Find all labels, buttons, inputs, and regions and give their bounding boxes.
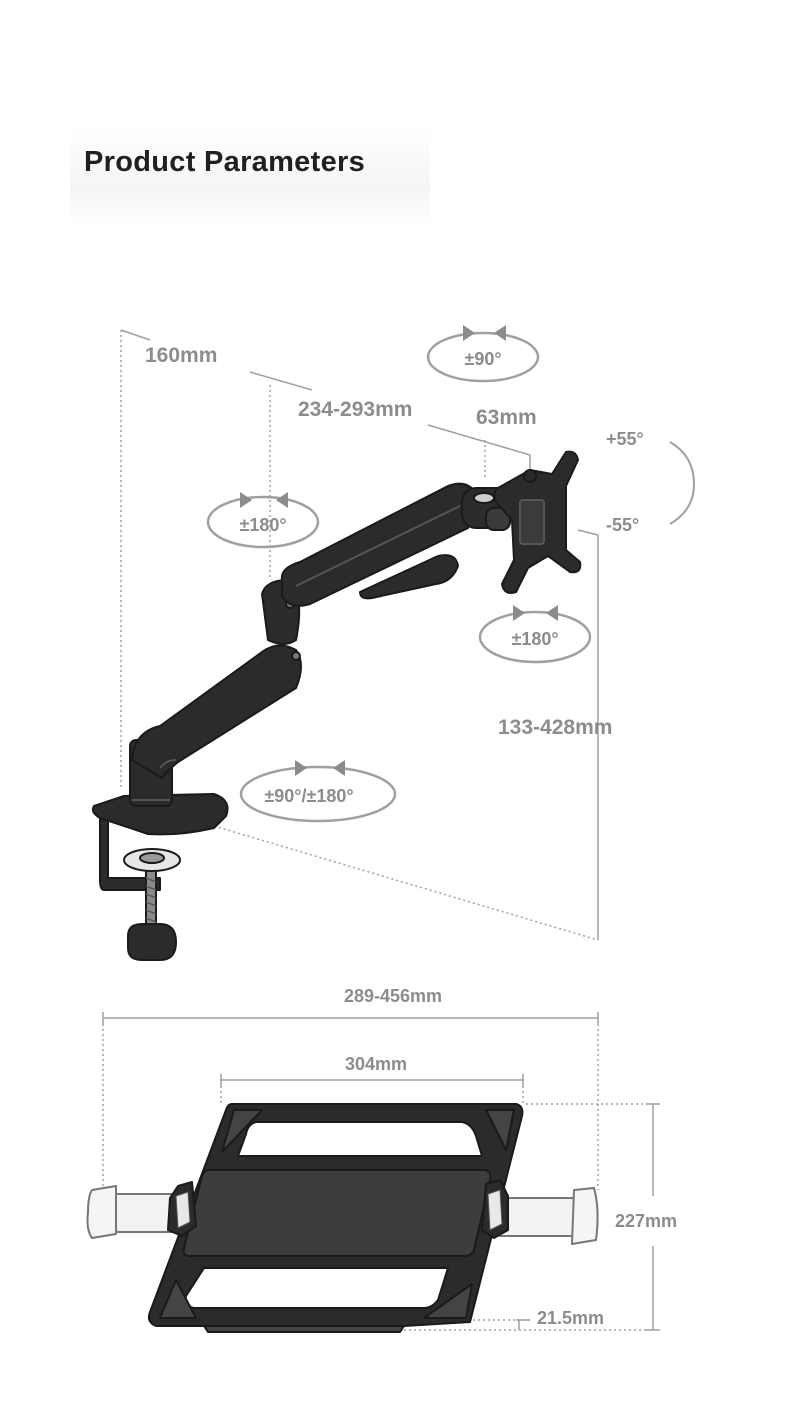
rot-base-label: ±90°/±180°	[264, 786, 353, 806]
tray-end-cap-left	[86, 1185, 117, 1239]
tray-cutout-top	[237, 1121, 483, 1157]
rotation-indicator-top: ±90°	[426, 325, 540, 383]
depth-base-label: 160mm	[145, 344, 217, 367]
tray-width-label: 304mm	[345, 1054, 407, 1074]
tilt-up-label: +55°	[606, 429, 644, 449]
title-backdrop	[70, 128, 430, 228]
tray-pad	[182, 1169, 492, 1257]
head-offset-label: 63mm	[476, 406, 537, 429]
tray-adjust-width-label: 289-456mm	[344, 986, 442, 1006]
rotation-indicator-head: ±180°	[478, 605, 592, 664]
gas-spring	[359, 554, 459, 600]
laptop-tray	[86, 1103, 599, 1333]
tray-end-cap-right	[571, 1187, 599, 1245]
tray-cutout-bottom	[184, 1267, 449, 1309]
arm-reach-label: 234-293mm	[298, 398, 412, 421]
rot-top-label: ±90°	[464, 349, 501, 369]
tilt-down-label: -55°	[606, 515, 639, 535]
page-title: Product Parameters	[84, 146, 366, 178]
clamp-knob	[127, 923, 177, 961]
rot-elbow-label: ±180°	[239, 515, 286, 535]
dimension-lines-lower	[102, 1012, 660, 1331]
monitor-arm	[91, 450, 582, 961]
dimension-lines-upper	[120, 329, 599, 941]
rot-head-label: ±180°	[511, 629, 558, 649]
rotation-indicator-elbow: ±180°	[206, 492, 320, 549]
tray-depth-label: 227mm	[615, 1211, 677, 1231]
tray-extender-right	[499, 1197, 585, 1237]
tray-thickness-label: 21.5mm	[537, 1308, 604, 1328]
tilt-bracket	[669, 441, 696, 525]
rotation-indicator-base: ±90°/±180°	[239, 760, 397, 823]
base-plate	[91, 793, 229, 836]
lower-arm	[131, 644, 302, 779]
height-range-label: 133-428mm	[498, 716, 612, 739]
